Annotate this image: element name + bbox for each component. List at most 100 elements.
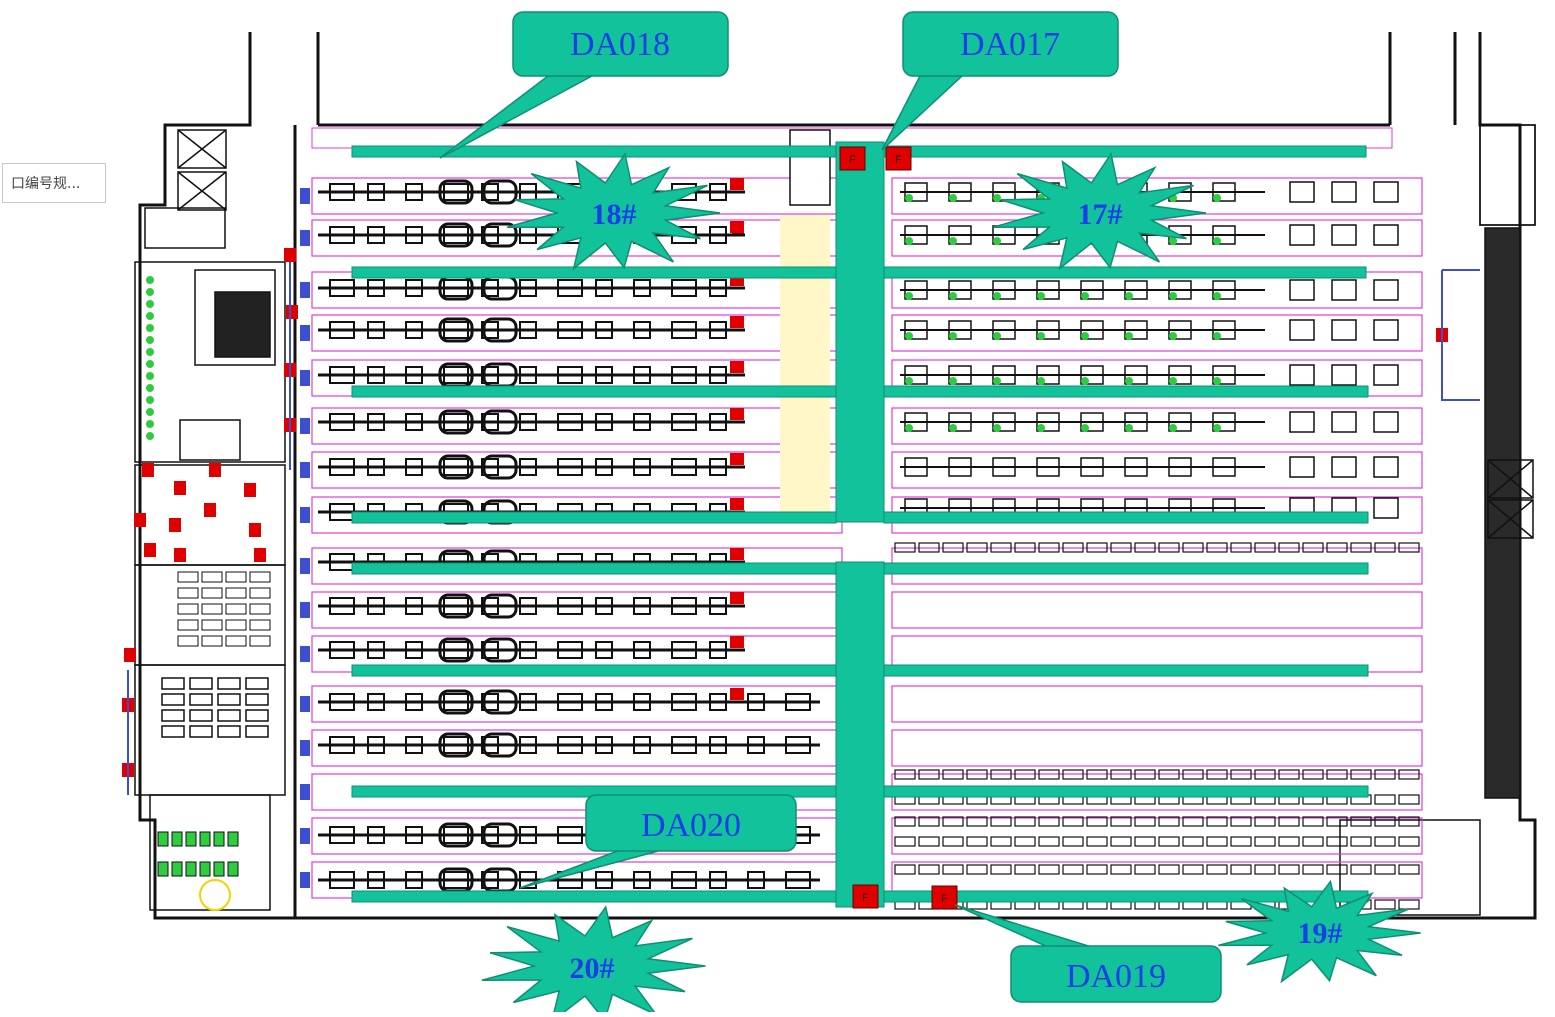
equip-tank-left-b-12 xyxy=(482,732,518,758)
lane-tag-2 xyxy=(300,282,310,298)
equip-unit-right-6 xyxy=(1036,457,1060,477)
equip-unit-left-5 xyxy=(709,413,727,431)
equip-redflag-left-4 xyxy=(730,361,744,373)
zone-17[interactable]: 17# xyxy=(992,152,1207,271)
trunk-lines xyxy=(351,141,1369,908)
equip-unit-left-13 xyxy=(367,826,385,844)
zone-20-label: 20# xyxy=(570,952,615,985)
equip-dot-right-3 xyxy=(1213,332,1221,340)
lane-tag-6 xyxy=(300,462,310,478)
equip-unit-right-5 xyxy=(1036,412,1060,432)
truncated-search-box[interactable]: 口编号规... xyxy=(2,163,106,203)
equip-rack-1 xyxy=(1302,769,1324,780)
util-stair-circle xyxy=(199,879,231,911)
yellow-walkway xyxy=(780,215,830,515)
equip-unit-left-12 xyxy=(367,736,385,754)
lane-tag-9 xyxy=(300,602,310,618)
equip-unit-left-9 xyxy=(557,597,583,615)
equip-unit-left-5 xyxy=(557,413,583,431)
util-red-4 xyxy=(134,513,146,527)
equip-unit-right-4 xyxy=(1168,365,1192,385)
equip-unit-right-2 xyxy=(1080,280,1104,300)
equip-unit-left-11 xyxy=(671,693,697,711)
lane-tag-3 xyxy=(300,325,310,341)
util-dot xyxy=(146,348,154,356)
equip-rack-3 xyxy=(1134,816,1156,827)
equip-unit-left-6 xyxy=(595,458,613,476)
zone-19[interactable]: 19# xyxy=(1218,879,1421,984)
equip-unit-left-1 xyxy=(481,226,499,244)
equip-rack-5 xyxy=(1134,864,1156,875)
equip-unit-left-13 xyxy=(557,826,583,844)
marker-f2[interactable]: F xyxy=(885,146,912,171)
equip-unit-left-12 xyxy=(481,736,499,754)
equip-rack-5 xyxy=(942,864,964,875)
callout-da018-label: DA018 xyxy=(570,26,670,63)
equip-cell-right-5 xyxy=(1373,411,1399,433)
equip-unit-left-14 xyxy=(443,871,469,889)
equip-unit-left-1 xyxy=(367,226,385,244)
util-dot xyxy=(146,336,154,344)
zone-19-label: 19# xyxy=(1298,917,1343,950)
lane-right-6 xyxy=(891,451,1423,489)
equip-rack-0 xyxy=(1086,542,1108,553)
trunk-row-8-left xyxy=(351,890,837,903)
equip-unit-left-6 xyxy=(405,458,423,476)
zone-20[interactable]: 20# xyxy=(481,905,706,1017)
util-red-2 xyxy=(209,463,221,477)
callout-da020[interactable]: DA020 xyxy=(519,794,797,889)
equip-rack-4 xyxy=(1398,836,1420,847)
callout-da017[interactable]: DA017 xyxy=(881,11,1119,151)
equip-redflag-left-8 xyxy=(730,548,744,560)
equip-rack-5 xyxy=(894,864,916,875)
equip-dot-right-3 xyxy=(1081,332,1089,340)
equip-unit-left-12 xyxy=(785,736,811,754)
callout-da020-label: DA020 xyxy=(641,807,741,844)
marker-f4[interactable]: F xyxy=(931,885,958,910)
equip-unit-left-3 xyxy=(481,321,499,339)
equip-unit-left-4 xyxy=(709,366,727,384)
equip-tank-left-b-0 xyxy=(482,179,518,205)
equip-unit-left-5 xyxy=(595,413,613,431)
equip-unit-left-6 xyxy=(557,458,583,476)
equip-dot-right-1 xyxy=(949,237,957,245)
zone-18[interactable]: 18# xyxy=(506,152,721,271)
equip-unit-left-0 xyxy=(367,183,385,201)
equip-rack-3 xyxy=(1110,816,1132,827)
equip-rack-4 xyxy=(942,836,964,847)
equip-unit-right-2 xyxy=(904,280,928,300)
util-seat xyxy=(245,709,269,722)
equip-unit-left-14 xyxy=(671,871,697,889)
equip-unit-left-11 xyxy=(443,693,469,711)
equip-unit-left-11 xyxy=(709,693,727,711)
equip-unit-right-4 xyxy=(1036,365,1060,385)
callout-da018[interactable]: DA018 xyxy=(439,11,729,159)
callout-da019[interactable]: DA019 xyxy=(954,904,1222,1003)
marker-f3[interactable]: F xyxy=(852,884,879,909)
equip-rack-5 xyxy=(1062,864,1084,875)
util-locker xyxy=(185,861,197,877)
equip-cell-right-1 xyxy=(1289,224,1315,246)
marker-f1[interactable]: F xyxy=(839,146,866,171)
util-desk xyxy=(177,587,199,599)
equip-redflag-left-6 xyxy=(730,453,744,465)
equip-rack-3 xyxy=(1278,816,1300,827)
util-desk xyxy=(177,603,199,615)
equip-dot-right-5 xyxy=(1125,424,1133,432)
equip-redflag-left-3 xyxy=(730,316,744,328)
equip-dot-right-2 xyxy=(1169,292,1177,300)
util-dot xyxy=(146,312,154,320)
marker-f1-label: F xyxy=(849,154,856,166)
util-desk xyxy=(225,603,247,615)
equip-unit-right-0 xyxy=(904,182,928,202)
equip-unit-right-0 xyxy=(948,182,972,202)
equip-rack-0 xyxy=(1374,542,1396,553)
util-locker xyxy=(185,831,197,847)
equip-cell-right-0 xyxy=(1373,181,1399,203)
equip-unit-right-3 xyxy=(1036,320,1060,340)
equip-unit-left-13 xyxy=(481,826,499,844)
util-dot xyxy=(146,276,154,284)
util-dot xyxy=(146,408,154,416)
equip-unit-left-2 xyxy=(329,279,355,297)
